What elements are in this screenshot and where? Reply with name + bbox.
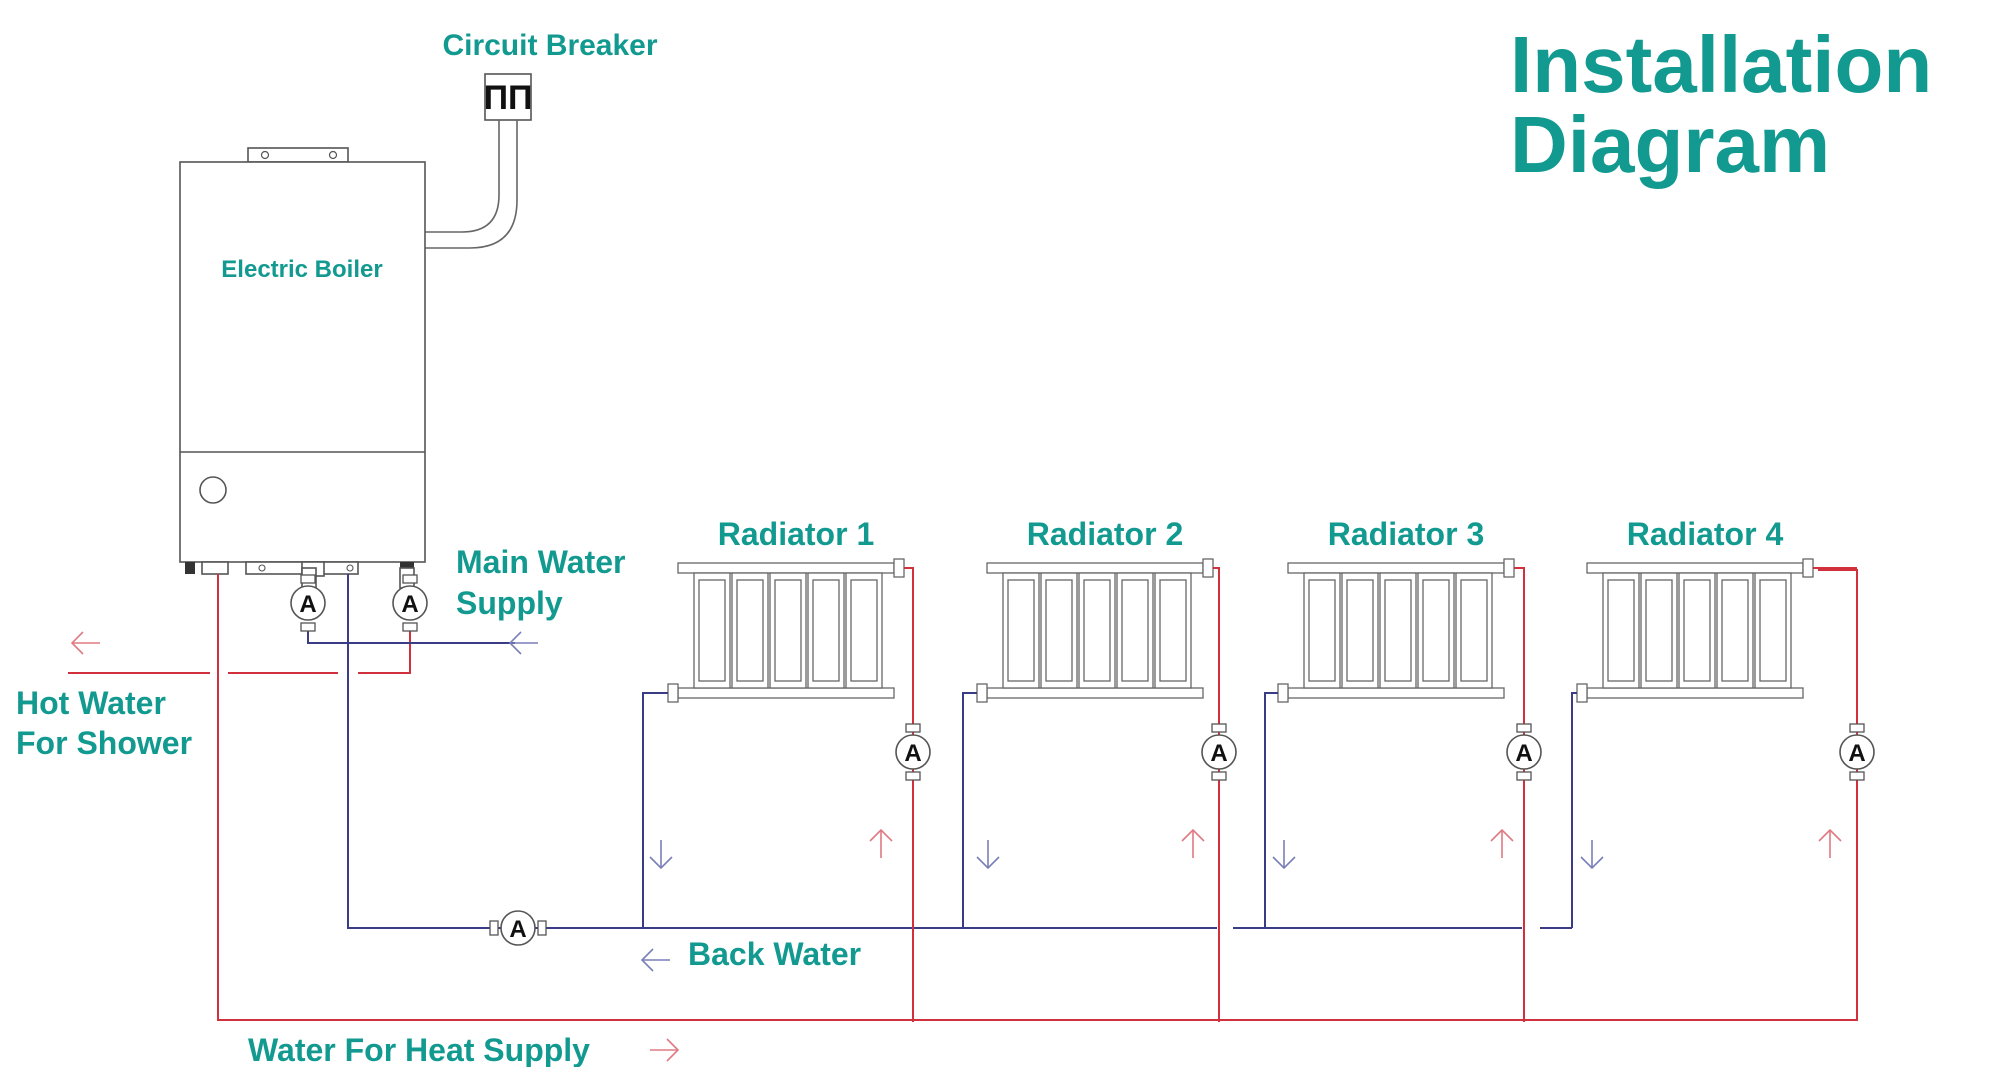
shower-outlet-arrow xyxy=(70,631,100,655)
circuit-breaker: ПП xyxy=(484,73,533,121)
back-water-valve: A xyxy=(489,910,547,946)
supply-flow-arrow xyxy=(869,828,893,858)
radiator-label: Radiator 2 xyxy=(1027,516,1183,552)
valve-letter: A xyxy=(1848,740,1865,767)
valve-letter: A xyxy=(401,591,418,618)
title-line-1: Installation xyxy=(1510,20,1932,109)
heat-supply-label: Water For Heat Supply xyxy=(248,1032,590,1067)
radiator-return-pipe xyxy=(1571,692,1577,928)
valve-group: A A A A A A A xyxy=(290,574,1875,946)
main-water-label-1: Main Water xyxy=(456,544,626,580)
valve-letter: A xyxy=(1515,740,1532,767)
breaker-conduit xyxy=(425,120,518,249)
radiator-label: Radiator 3 xyxy=(1328,516,1484,552)
back-water-arrow xyxy=(640,948,670,972)
radiator-return-pipe xyxy=(1264,692,1278,928)
return-flow-arrow xyxy=(649,840,673,870)
main-water-label-2: Supply xyxy=(456,585,563,621)
radiator-2: Radiator 2 xyxy=(976,516,1214,703)
title-line-2: Diagram xyxy=(1510,100,1830,189)
radiator-return-pipe xyxy=(642,692,668,928)
heat-supply-arrow xyxy=(650,1038,680,1062)
electric-boiler-label: Electric Boiler xyxy=(221,256,382,283)
radiator-group: Radiator 1 Radiator 2 Radiator 3 Radiator 4 xyxy=(642,516,1857,1022)
radiator-supply-valve: A xyxy=(1201,723,1237,781)
main-supply-arrow xyxy=(508,631,538,655)
return-flow-arrow xyxy=(1272,840,1296,870)
radiator-4: Radiator 4 xyxy=(1576,516,1814,703)
valve-letter: A xyxy=(299,591,316,618)
radiator-supply-pipe xyxy=(904,567,914,1022)
radiator-supply-valve: A xyxy=(1506,723,1542,781)
supply-flow-arrow xyxy=(1490,828,1514,858)
circuit-breaker-label: Circuit Breaker xyxy=(442,29,657,62)
boiler-supply-valve: A xyxy=(290,574,326,632)
back-water-label: Back Water xyxy=(688,936,861,972)
valve-letter: A xyxy=(509,916,526,943)
radiator-1: Radiator 1 xyxy=(667,516,905,703)
radiator-supply-pipe xyxy=(1514,567,1525,1022)
cold-pipe-network xyxy=(307,574,1572,929)
hot-pipe-network xyxy=(68,569,1858,1021)
radiator-supply-valve: A xyxy=(895,723,931,781)
breaker-symbol: ПП xyxy=(484,79,533,117)
main-supply-valves xyxy=(307,588,411,590)
hot-water-label-1: Hot Water xyxy=(16,685,166,721)
radiator-label: Radiator 4 xyxy=(1627,516,1784,552)
return-flow-arrow xyxy=(976,840,1000,870)
valve-letter: A xyxy=(1210,740,1227,767)
supply-flow-arrow xyxy=(1818,828,1842,858)
valve-letter: A xyxy=(904,740,921,767)
hot-water-label-2: For Shower xyxy=(16,725,192,761)
boiler-indicator-light xyxy=(199,476,227,504)
radiator-3: Radiator 3 xyxy=(1277,516,1515,703)
radiator-return-pipe xyxy=(962,692,977,928)
radiator-supply-valve: A xyxy=(1839,723,1875,781)
radiator-supply-pipe xyxy=(1213,567,1220,1022)
return-flow-arrow xyxy=(1580,840,1604,870)
supply-flow-arrow xyxy=(1181,828,1205,858)
boiler-inlet-valve: A xyxy=(392,574,428,632)
electric-boiler xyxy=(179,147,426,589)
radiator-label: Radiator 1 xyxy=(718,516,874,552)
